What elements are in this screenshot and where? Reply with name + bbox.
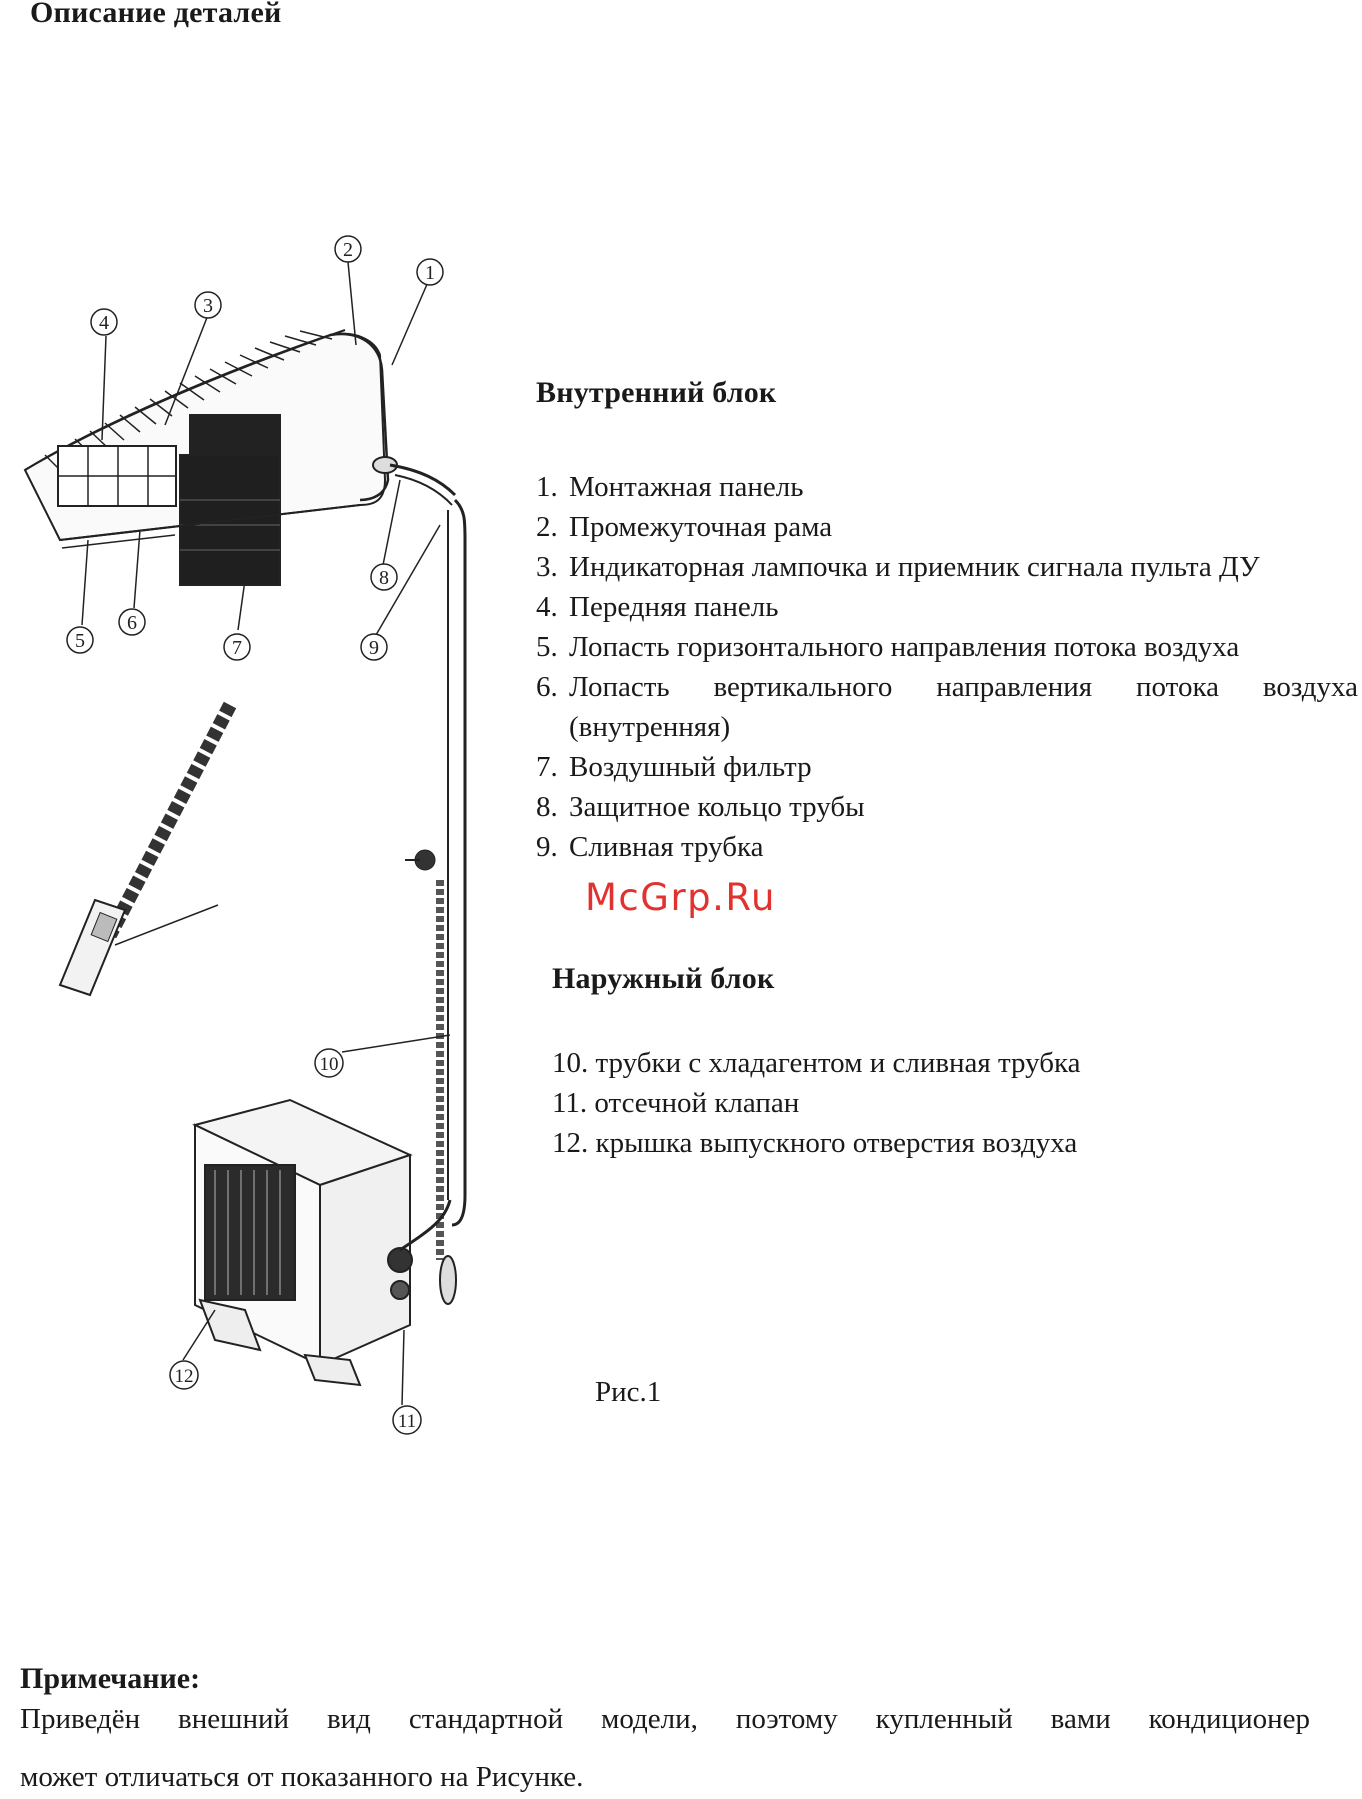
list-item: 7.Воздушный фильтр	[536, 751, 812, 783]
note-text-line-1: Приведён внешний вид стандартной модели,…	[20, 1703, 1310, 1735]
callout-3: 3	[203, 295, 213, 317]
watermark-logo: McGrp.Ru	[585, 876, 776, 919]
list-item: 6.Лопасть вертикального направления пото…	[536, 671, 1358, 703]
list-item: 5.Лопасть горизонтального направления по…	[536, 631, 1240, 663]
list-item: 2.Промежуточная рама	[536, 511, 833, 543]
callout-10: 10	[320, 1054, 339, 1075]
list-item: 11. отсечной клапан	[552, 1087, 800, 1119]
callout-9: 9	[369, 637, 379, 659]
figure-caption: Рис.1	[595, 1376, 662, 1408]
callout-1: 1	[425, 262, 435, 284]
callout-5: 5	[75, 630, 85, 652]
list-item: 1.Монтажная панель	[536, 471, 804, 503]
list-item: 9.Сливная трубка	[536, 831, 764, 863]
callout-11: 11	[398, 1411, 416, 1432]
note-title: Примечание:	[20, 1662, 201, 1695]
outdoor-heading: Наружный блок	[552, 962, 775, 995]
indoor-heading: Внутренний блок	[536, 376, 777, 409]
callout-8: 8	[379, 567, 389, 589]
callout-6: 6	[127, 612, 137, 634]
page-title: Описание деталей	[30, 0, 282, 29]
list-item: 3.Индикаторная лампочка и приемник сигна…	[536, 551, 1260, 583]
callout-7: 7	[232, 637, 242, 659]
callout-12: 12	[175, 1366, 194, 1387]
air-conditioner-diagram: 1 2 3 4 5 6 7 8 9 10 11 12	[23, 235, 467, 1435]
list-item: 10. трубки с хладагентом и сливная трубк…	[552, 1047, 1081, 1079]
list-item: 8.Защитное кольцо трубы	[536, 791, 865, 823]
note-text-line-2: может отличаться от показанного на Рисун…	[20, 1761, 584, 1793]
outdoor-parts-list: 10. трубки с хладагентом и сливная трубк…	[552, 1043, 1081, 1163]
list-item: 12. крышка выпускного отверстия воздуха	[552, 1127, 1078, 1159]
list-item-continuation: (внутренняя)	[569, 711, 731, 743]
indoor-parts-list: 1.Монтажная панель 2.Промежуточная рама …	[536, 467, 1358, 867]
callout-4: 4	[99, 312, 109, 334]
list-item: 4.Передняя панель	[536, 591, 779, 623]
callout-2: 2	[343, 239, 353, 261]
